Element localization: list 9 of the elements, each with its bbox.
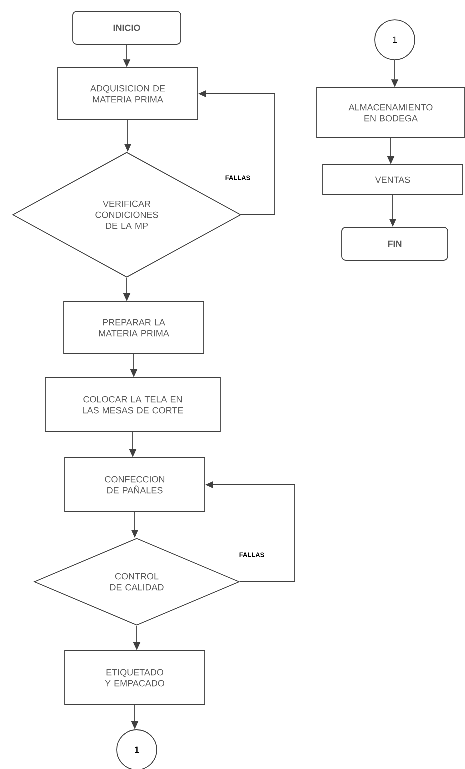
- process-box: PREPARAR LA MATERIA PRIMA: [64, 302, 204, 354]
- process-box: ETIQUETADO Y EMPACADO: [64, 650, 206, 706]
- process-box: ALMACENAMIENTO EN BODEGA: [316, 88, 465, 138]
- process-box: COLOCAR LA TELA EN LAS MESAS DE CORTE: [45, 378, 221, 432]
- terminal-box: FIN: [342, 227, 448, 261]
- process-box: ADQUISICION DE MATERIA PRIMA: [58, 68, 198, 120]
- terminal-box: INICIO: [72, 11, 182, 45]
- process-box: CONFECCION DE PAÑALES: [64, 458, 206, 512]
- process-box: VENTAS: [322, 164, 464, 196]
